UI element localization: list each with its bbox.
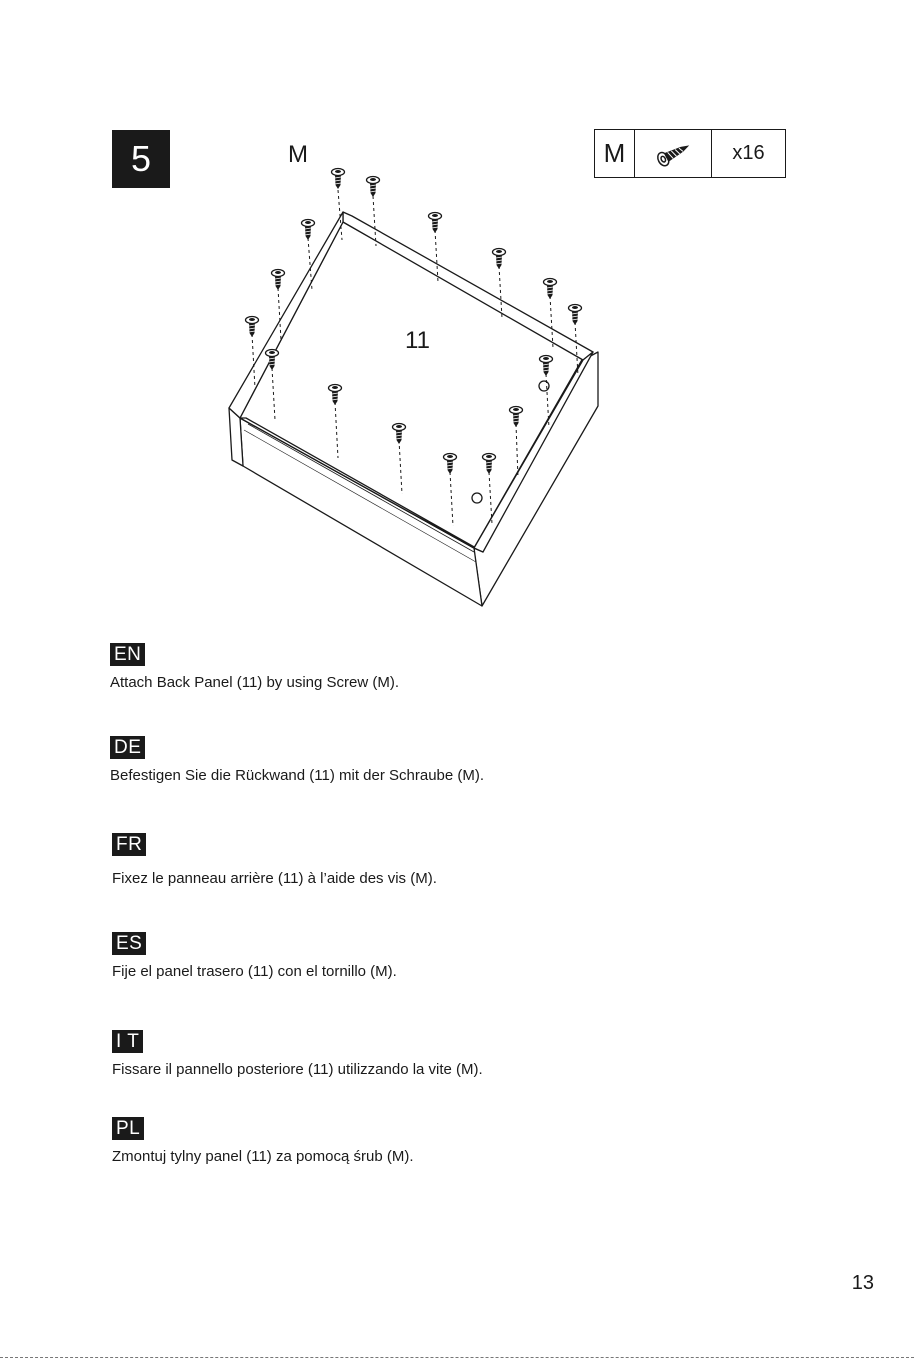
panel-hole [471, 492, 483, 504]
language-tag: PL [112, 1117, 145, 1140]
instruction-fr: FR Fixez le panneau arrière (11) à l’aid… [112, 833, 437, 887]
instruction-text: Fixez le panneau arrière (11) à l’aide d… [112, 870, 437, 887]
panel-label: 11 [405, 327, 430, 354]
instruction-es: ES Fije el panel trasero (11) con el tor… [112, 932, 397, 980]
language-tag: DE [110, 736, 146, 759]
part-icon-cell [635, 130, 712, 177]
rail-right-edge [473, 351, 594, 553]
part-quantity-cell: x16 [712, 130, 785, 177]
instruction-text: Befestigen Sie die Rückwand (11) mit der… [110, 767, 485, 784]
panel-hole [538, 380, 550, 392]
screw-guides [251, 189, 579, 527]
hardware-label: M [288, 141, 308, 168]
parts-table: M x16 [594, 129, 786, 178]
language-tag: FR [112, 833, 147, 856]
instruction-it: I T Fissare il pannello posteriore (11) … [112, 1030, 483, 1078]
instruction-text: Fissare il pannello posteriore (11) util… [112, 1061, 483, 1078]
language-tag: EN [110, 643, 146, 666]
instruction-text: Zmontuj tylny panel (11) za pomocą śrub … [112, 1148, 414, 1165]
part-code: M [603, 138, 626, 168]
part-quantity: x16 [732, 142, 765, 164]
assembly-diagram: M 11 [228, 141, 599, 607]
instruction-en: EN Attach Back Panel (11) by using Screw… [110, 643, 399, 691]
page-number: 13 [851, 1272, 874, 1294]
cabinet-frame [228, 211, 599, 607]
instruction-text: Attach Back Panel (11) by using Screw (M… [110, 674, 399, 691]
footer-rule [0, 1357, 914, 1358]
screw-icon [657, 144, 690, 167]
instruction-de: DE Befestigen Sie die Rückwand (11) mit … [110, 736, 484, 784]
step-number: 5 [130, 138, 152, 179]
language-tag: I T [112, 1030, 144, 1053]
part-code-cell: M [595, 130, 635, 177]
instruction-text: Fije el panel trasero (11) con el tornil… [112, 963, 397, 980]
step-number-badge: 5 [112, 130, 170, 188]
instruction-pl: PL Zmontuj tylny panel (11) za pomocą śr… [112, 1117, 414, 1165]
language-tag: ES [112, 932, 147, 955]
